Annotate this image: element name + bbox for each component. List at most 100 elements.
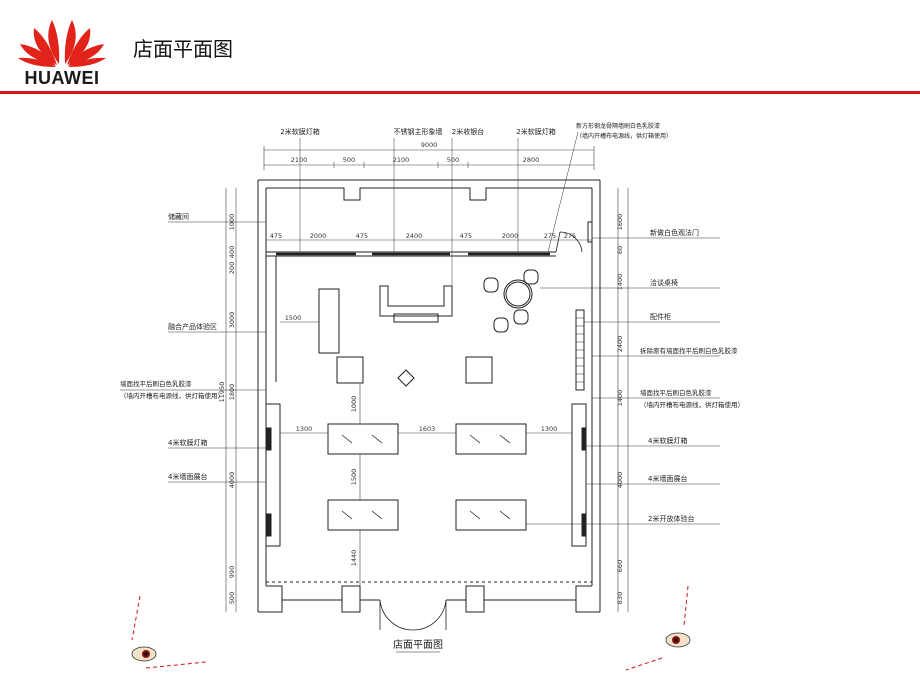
dim-row-4: 2800 — [523, 156, 540, 164]
label-lightbox-left: 2米软膜灯箱 — [280, 127, 319, 136]
rack-shelves — [576, 317, 584, 383]
label-counter: 2米收银台 — [452, 127, 484, 136]
plan-caption: 店面平面图 — [393, 638, 443, 651]
left-lightbox — [266, 427, 272, 451]
entrance-door-left[interactable] — [379, 599, 414, 631]
label-door: 新做白色观法门 — [650, 228, 699, 237]
label-table-chairs: 洽谈桌椅 — [650, 278, 678, 287]
label-lightbox-right: 2米软膜灯箱 — [516, 127, 555, 136]
table-devices — [341, 434, 511, 520]
dim-inner-6: 275 — [544, 232, 556, 240]
dim-gap-mid-text: 1603 — [419, 425, 436, 433]
interior-column-left — [336, 356, 364, 384]
sofa — [379, 285, 453, 317]
dim-right-7: 830 — [616, 592, 624, 604]
label-lightbox-right-4m: 4米软膜灯箱 — [648, 436, 687, 445]
dim-right-2: 1400 — [616, 274, 624, 291]
dim-left-5: 11950 — [218, 382, 226, 403]
leader-steel-frame — [547, 131, 579, 253]
product-cabinet — [318, 288, 340, 354]
logo-mark — [397, 369, 415, 387]
label-wall-paint-left: 墙面找平后刷白色乳胶漆 — [120, 379, 192, 388]
front-column-right — [465, 585, 485, 613]
storage-door[interactable] — [555, 231, 583, 253]
header-divider — [0, 91, 920, 94]
label-storage: 储藏间 — [168, 212, 189, 221]
dim-left-0: 1000 — [228, 214, 236, 231]
dim-row-0: 2100 — [291, 156, 308, 164]
dim-cabinet-text: 1500 — [285, 314, 302, 322]
dim-row-3: 500 — [447, 156, 459, 164]
round-table — [503, 279, 533, 309]
right-wall-counter — [571, 403, 587, 547]
chair-2 — [523, 269, 539, 285]
dim-inner-0: 475 — [270, 232, 282, 240]
dim-right-5: 4000 — [616, 472, 624, 489]
dim-inner-2: 475 — [356, 232, 368, 240]
label-rack: 配件柜 — [650, 312, 671, 321]
label-product-cabinet: 融合产品体验区 — [168, 322, 217, 331]
display-table-4 — [455, 499, 527, 531]
page-title: 店面平面图 — [133, 37, 233, 61]
eye-view-left — [131, 595, 207, 669]
dim-left-2: 200 — [228, 262, 236, 274]
label-partition: 拆除原有墙面找平后刷白色乳胶漆 — [640, 346, 738, 355]
label-wall-paint-right-note: （墙内开槽布电源线，供灯箱使用） — [640, 400, 744, 409]
dim-right-6: 660 — [616, 560, 624, 572]
label-wall-paint-right: 墙面找平后刷白色乳胶漆 — [640, 388, 712, 397]
interior-column-right — [465, 356, 493, 384]
chair-3 — [513, 309, 529, 325]
label-counter-right-4m: 4米墙面展台 — [648, 474, 687, 483]
dim-right-1: 60 — [616, 246, 624, 254]
label-steel-frame: 新方形钢龙骨隔墙刷白色乳胶漆 — [576, 122, 660, 130]
label-open-counter: 2米开放体验台 — [648, 514, 694, 523]
storage-door-frame — [587, 221, 593, 243]
front-column-left — [341, 585, 361, 613]
dim-left-6: 4000 — [228, 472, 236, 489]
chair-4 — [493, 317, 509, 333]
entrance-door-right[interactable] — [412, 599, 447, 631]
dim-left-7: 990 — [228, 566, 236, 578]
sofa-cushion — [393, 313, 439, 323]
dim-left-3: 3000 — [228, 312, 236, 329]
chair-1 — [483, 277, 499, 293]
right-lightbox — [581, 427, 587, 451]
label-lightbox-left-4m: 4米软膜灯箱 — [168, 438, 207, 447]
dim-inner-4: 475 — [460, 232, 472, 240]
label-wall-paint-left-note: （墙内开槽布电源线，供灯箱使用） — [120, 391, 224, 400]
dim-gap-right-text: 1300 — [541, 425, 558, 433]
right-lightbox-2 — [581, 513, 587, 537]
dim-right-3: 2400 — [616, 336, 624, 353]
display-table-3 — [327, 499, 399, 531]
dim-inner-1: 2000 — [310, 232, 327, 240]
header-bar: HUAWEI 店面平面图 — [0, 0, 920, 94]
dim-row-2: 2100 — [393, 156, 410, 164]
top-wall — [258, 179, 600, 201]
label-stainless-wall: 不锈钢主形象墙 — [394, 127, 443, 136]
dim-ticks-top — [263, 146, 595, 170]
dim-v1-text: 1000 — [350, 396, 358, 413]
brand-wordmark: HUAWEI — [24, 68, 100, 88]
round-table-inner — [505, 281, 531, 307]
dim-v2-text: 1500 — [350, 469, 358, 486]
huawei-logo: HUAWEI — [12, 6, 112, 88]
dim-inner-3: 2400 — [406, 232, 423, 240]
left-wall-counter — [265, 403, 281, 547]
dim-right-0: 1600 — [616, 214, 624, 231]
label-counter-left-4m: 4米墙面展台 — [168, 472, 207, 481]
dim-row-1: 500 — [343, 156, 355, 164]
huawei-petal-icon — [18, 20, 106, 67]
dim-right-4: 1400 — [616, 390, 624, 407]
label-steel-frame-note: （墙内开槽布电源线，供灯箱使用） — [576, 132, 672, 140]
dim-gap-left-text: 1300 — [296, 425, 313, 433]
dim-inner-7: 275 — [564, 232, 576, 240]
display-table-1 — [327, 423, 399, 455]
dim-left-8: 500 — [228, 592, 236, 604]
dim-v3-text: 1440 — [350, 550, 358, 567]
right-wall — [575, 180, 601, 613]
dim-total-text: 9000 — [421, 141, 438, 149]
eye-view-right — [625, 585, 691, 671]
dim-left-1: 400 — [228, 246, 236, 258]
dim-left-4: 1800 — [228, 384, 236, 401]
display-table-2 — [455, 423, 527, 455]
